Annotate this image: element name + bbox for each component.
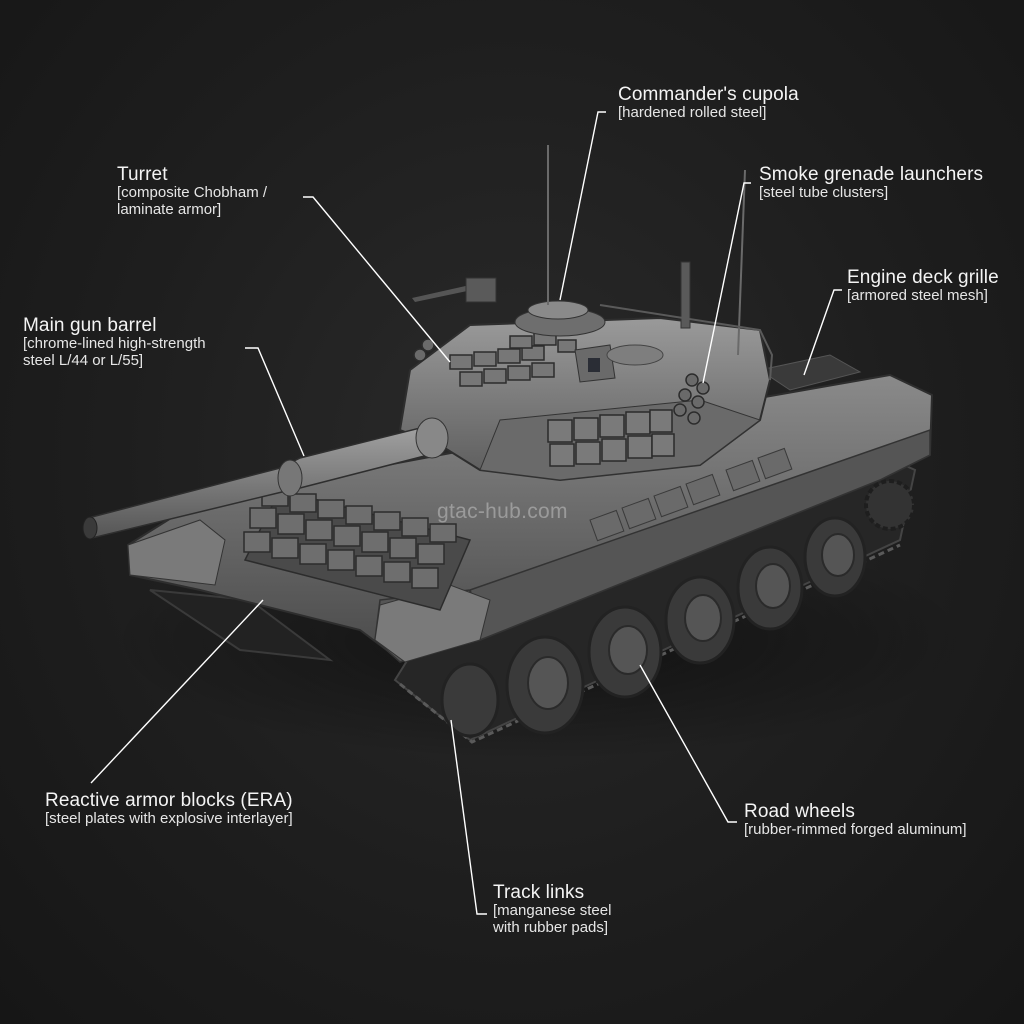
callout-smoke-grenade-launchers: Smoke grenade launchers [steel tube clus… bbox=[759, 164, 983, 202]
callout-track-links: Track links [manganese steel with rubber… bbox=[493, 882, 611, 937]
engine-grille-graphic bbox=[758, 354, 862, 391]
watermark: gtac-hub.com bbox=[437, 500, 568, 523]
callout-material: [composite Chobham / laminate armor] bbox=[117, 184, 268, 219]
callout-material: [manganese steel with rubber pads] bbox=[493, 902, 612, 937]
leader-lines bbox=[90, 111, 842, 915]
leader-line-barrel bbox=[245, 347, 305, 457]
callout-commanders-cupola: Commander's cupola [hardened rolled stee… bbox=[618, 84, 799, 122]
leader-line-smoke bbox=[702, 182, 751, 384]
callout-title: Reactive armor blocks (ERA) bbox=[45, 790, 293, 811]
callout-engine-deck-grille: Engine deck grille [armored steel mesh] bbox=[847, 267, 999, 305]
callout-title: Track links bbox=[493, 882, 585, 903]
smoke-launchers-graphic bbox=[413, 338, 710, 425]
callout-material: [chrome-lined high-strength steel L/44 o… bbox=[23, 335, 206, 370]
callout-material: [hardened rolled steel] bbox=[618, 104, 767, 122]
callout-material: [armored steel mesh] bbox=[847, 287, 988, 305]
callout-material: [steel plates with explosive interlayer] bbox=[45, 810, 293, 828]
leader-line-road-wheels bbox=[639, 664, 737, 823]
callout-material: [rubber-rimmed forged aluminum] bbox=[744, 821, 967, 839]
era-blocks-graphic bbox=[243, 487, 472, 611]
leader-line-engine bbox=[803, 289, 842, 376]
callout-title: Commander's cupola bbox=[618, 84, 799, 105]
road-wheels-graphic bbox=[440, 479, 916, 738]
leader-line-era bbox=[90, 599, 264, 784]
hull-graphic bbox=[126, 354, 934, 663]
callout-title: Smoke grenade launchers bbox=[759, 164, 984, 185]
callout-title: Main gun barrel bbox=[23, 315, 157, 336]
callout-reactive-armor-blocks: Reactive armor blocks (ERA) [steel plate… bbox=[45, 790, 293, 828]
callout-title: Turret bbox=[117, 164, 168, 185]
callout-road-wheels: Road wheels [rubber-rimmed forged alumin… bbox=[744, 801, 967, 839]
callout-material: [steel tube clusters] bbox=[759, 184, 889, 202]
callout-main-gun-barrel: Main gun barrel [chrome-lined high-stren… bbox=[23, 315, 206, 370]
callout-title: Road wheels bbox=[744, 801, 855, 822]
leader-line-track bbox=[450, 719, 487, 915]
turret-graphic bbox=[398, 145, 774, 482]
main-gun-barrel-graphic bbox=[82, 417, 449, 540]
callout-title: Engine deck grille bbox=[847, 267, 999, 288]
callout-turret: Turret [composite Chobham / laminate arm… bbox=[117, 164, 267, 219]
leader-line-turret bbox=[303, 196, 451, 363]
leader-line-cupola bbox=[559, 111, 606, 301]
